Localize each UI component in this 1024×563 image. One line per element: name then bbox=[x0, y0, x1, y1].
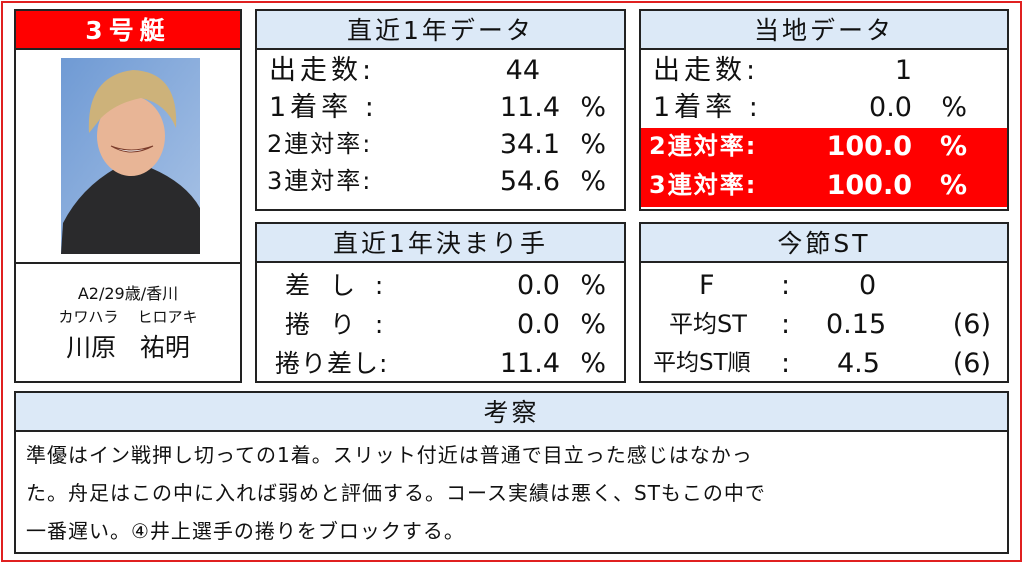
stat-row-highlight: 2連対率:100.0% bbox=[641, 128, 1007, 167]
boat-number-header: 3号艇 bbox=[16, 11, 240, 50]
stat-row-highlight: 3連対率:100.0% bbox=[641, 167, 1007, 207]
st-row: 平均ST:0.15(6) bbox=[669, 309, 991, 340]
racer-class-age-branch: A2/29歳/香川 bbox=[77, 284, 179, 303]
kimarite-panel: 直近1年決まり手 差 し :0.0% 捲 り :0.0% 捲り差し:11.4% bbox=[255, 222, 626, 383]
recent-data-title: 直近1年データ bbox=[257, 11, 624, 50]
kimarite-title: 直近1年決まり手 bbox=[257, 224, 624, 263]
racer-panel: 3号艇 A2/29歳/香川 カワハラ ヒロアキ 川原 祐明 bbox=[14, 9, 242, 383]
comment-panel: 考察 準優はイン戦押し切っての1着。スリット付近は普通で目立った感じはなかっ た… bbox=[14, 391, 1009, 554]
stat-row: 差 し :0.0% bbox=[285, 270, 606, 301]
racer-kana: カワハラ ヒロアキ bbox=[58, 308, 198, 326]
racer-info-cell: A2/29歳/香川 カワハラ ヒロアキ 川原 祐明 bbox=[16, 264, 240, 381]
st-title: 今節ST bbox=[641, 224, 1007, 263]
comment-line: た。舟足はこの中に入れば弱めと評価する。コース実績は悪く、STもこの中で bbox=[26, 481, 766, 505]
racer-name: 川原 祐明 bbox=[66, 333, 190, 362]
comment-line: 準優はイン戦押し切っての1着。スリット付近は普通で目立った感じはなかっ bbox=[26, 443, 753, 467]
stat-row: 出走数:44 bbox=[269, 55, 540, 86]
racer-photo-cell bbox=[16, 50, 240, 264]
st-row: F:0 bbox=[699, 270, 877, 301]
stat-row: 3連対率:54.6% bbox=[267, 166, 606, 197]
local-data-panel: 当地データ 出走数:1 1着率 :0.0% 2連対率:100.0% 3連対率:1… bbox=[639, 9, 1009, 211]
stat-row: 2連対率:34.1% bbox=[267, 129, 606, 160]
stat-row: 捲り差し:11.4% bbox=[275, 348, 606, 379]
local-data-title: 当地データ bbox=[641, 11, 1007, 50]
stat-row: 1着率 :0.0% bbox=[653, 92, 967, 123]
stat-row: 1着率 :11.4% bbox=[269, 92, 606, 123]
st-panel: 今節ST F:0 平均ST:0.15(6) 平均ST順:4.5(6) bbox=[639, 222, 1009, 383]
comment-line: 一番遅い。④井上選手の捲りをブロックする。 bbox=[26, 519, 465, 543]
comment-title: 考察 bbox=[16, 393, 1007, 432]
recent-data-panel: 直近1年データ 出走数:44 1着率 :11.4% 2連対率:34.1% 3連対… bbox=[255, 9, 626, 211]
st-row: 平均ST順:4.5(6) bbox=[653, 348, 991, 379]
stat-row: 捲 り :0.0% bbox=[285, 309, 606, 340]
racer-photo bbox=[61, 58, 200, 254]
stat-row: 出走数:1 bbox=[653, 55, 912, 86]
